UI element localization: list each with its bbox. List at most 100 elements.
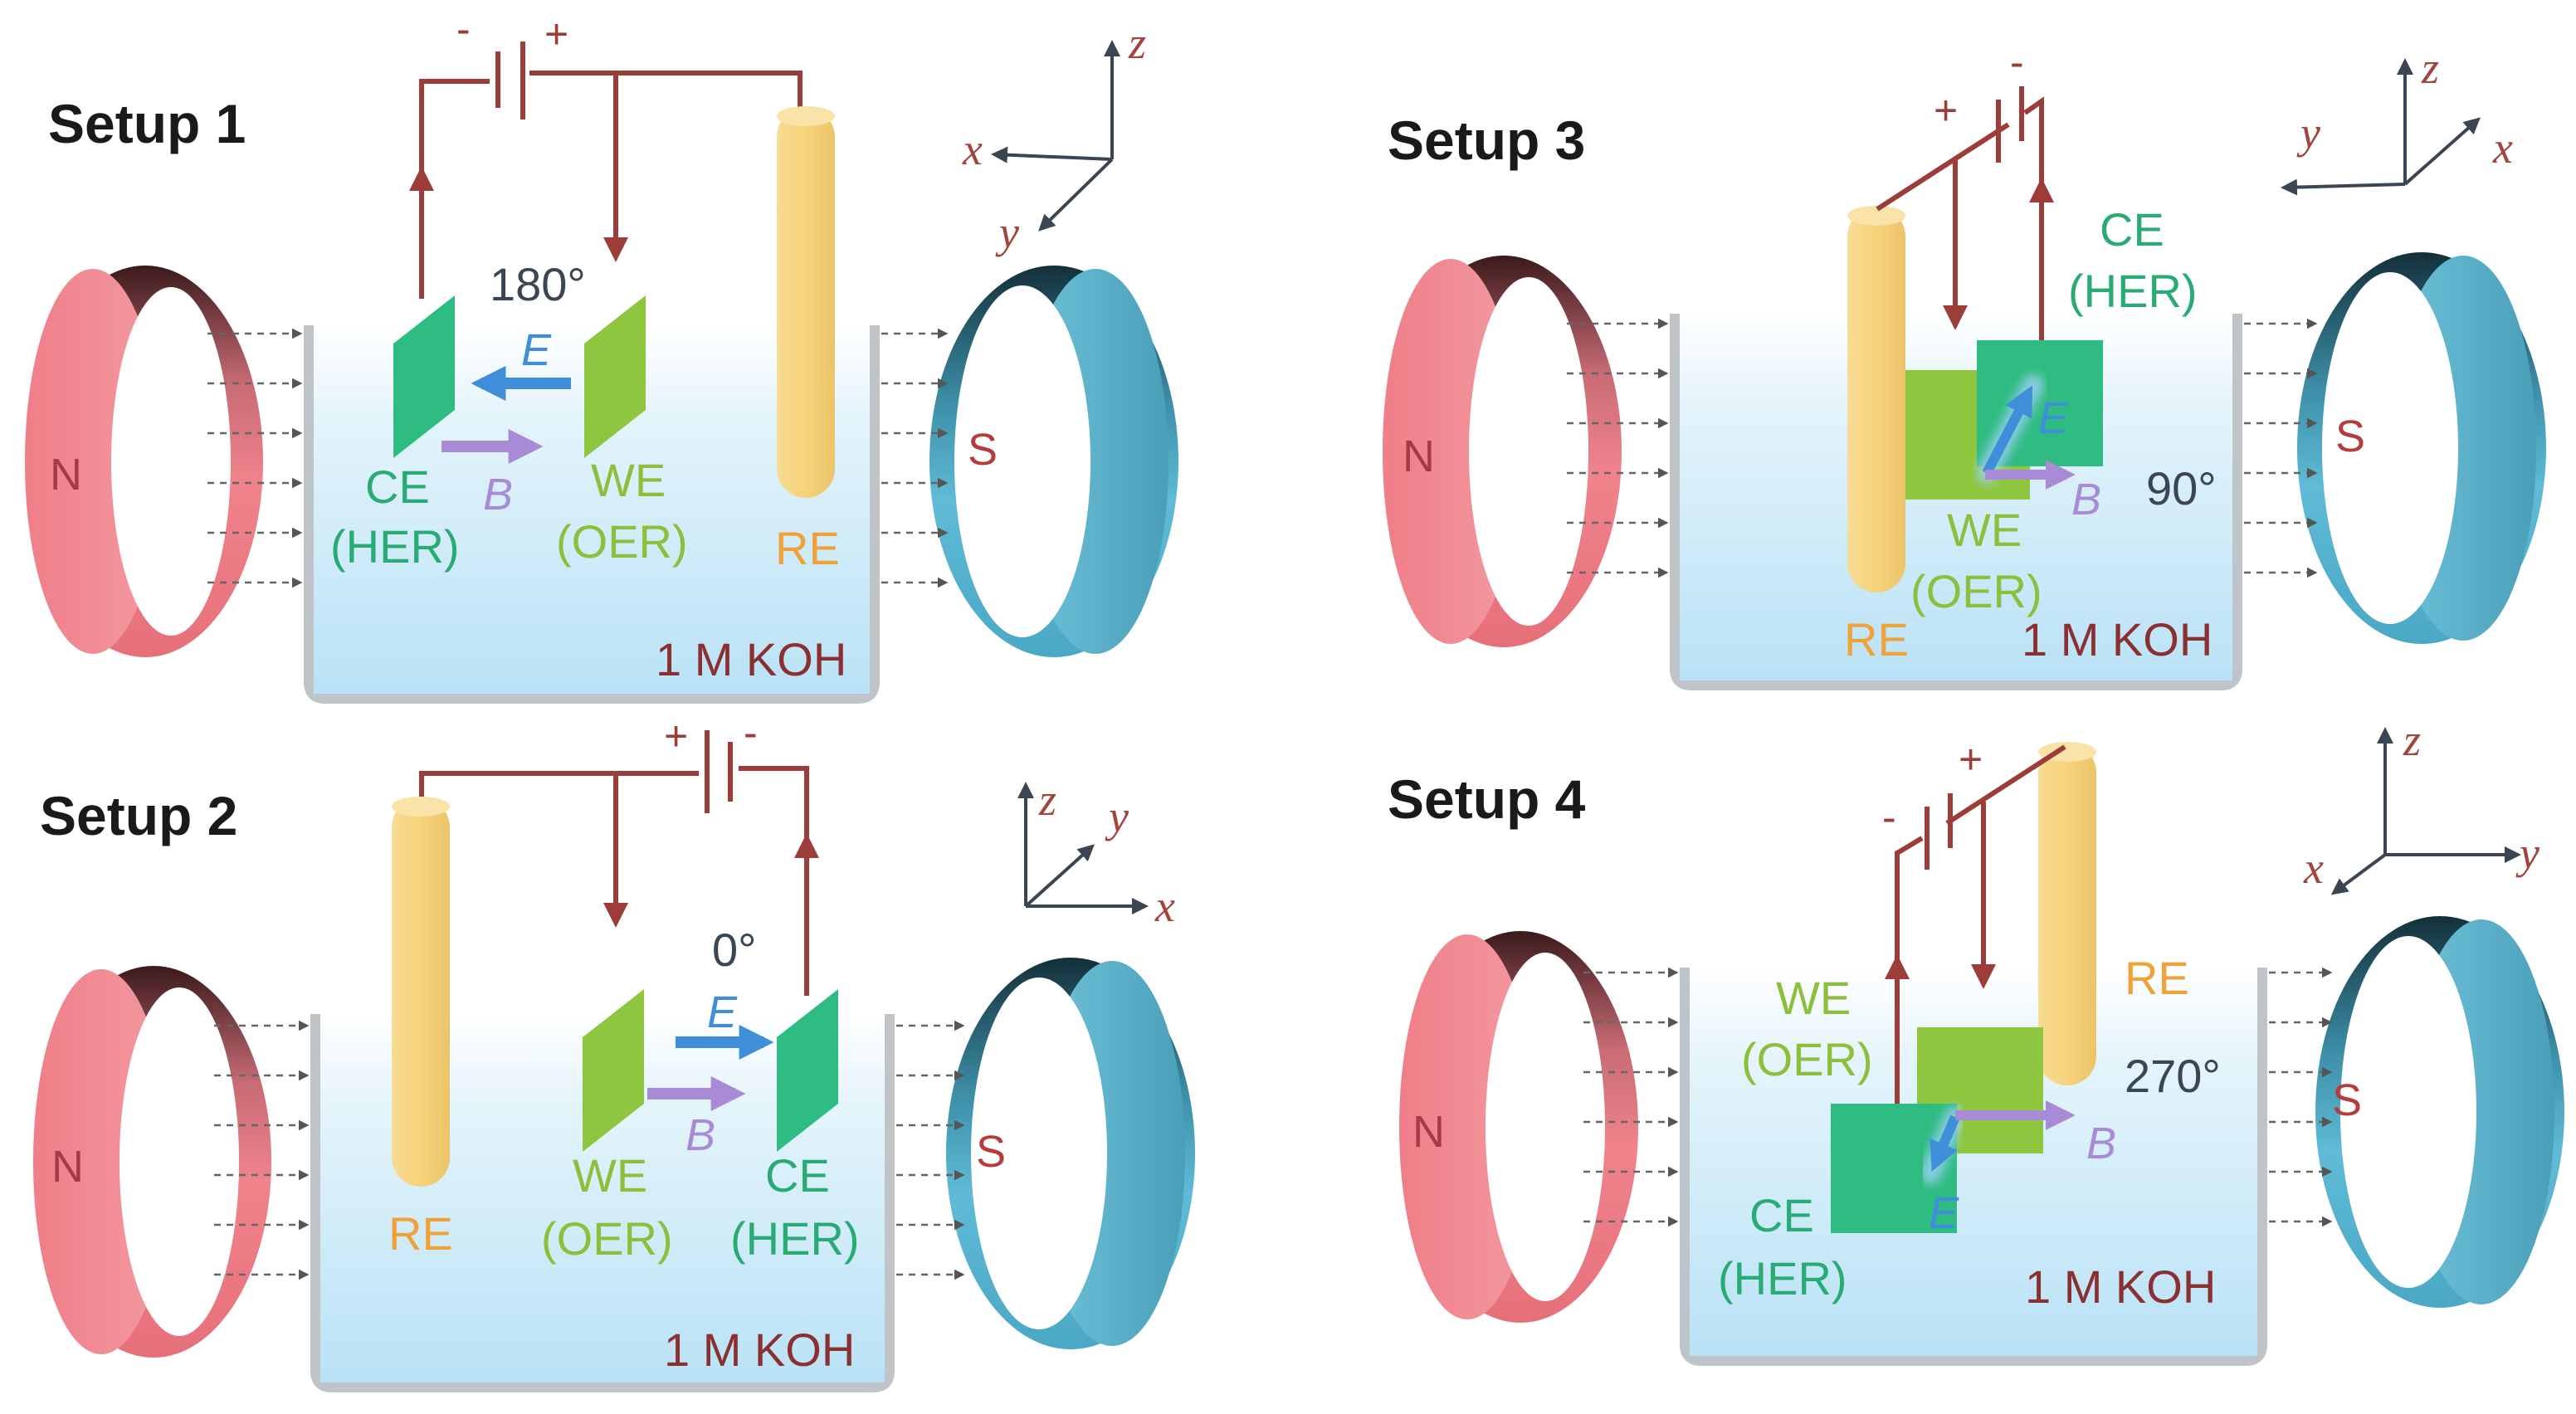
setup-2-north-label: N <box>51 1142 84 1192</box>
setup-1-title: Setup 1 <box>48 93 246 154</box>
setup-1-axis-y: y <box>995 207 1019 257</box>
setup-3-b-label: B <box>2071 475 2101 524</box>
setup-1-reference-electrode <box>777 108 835 498</box>
setup-2-field-lines <box>214 1020 965 1280</box>
setup-4-axis-y: y <box>2515 828 2539 878</box>
setup-1-her-label: (HER) <box>330 520 460 573</box>
setup-4-south-magnet <box>2315 916 2564 1308</box>
setup-3-plus: + <box>1934 87 1958 134</box>
setup-2-koh-label: 1 M KOH <box>664 1324 855 1376</box>
setup-1-ce-label: CE <box>365 461 430 513</box>
setup-3-we-label: WE <box>1947 504 2022 556</box>
setup-1-koh-label: 1 M KOH <box>656 633 846 685</box>
setup-1-circuit <box>409 71 803 299</box>
setup-4-reference-electrode <box>2038 744 2096 1085</box>
setup-3-minus: - <box>2010 39 2024 85</box>
setup-1-north-label: N <box>50 450 82 500</box>
setup-2-working-electrode <box>583 989 644 1152</box>
setup-4-plus: + <box>1959 736 1983 783</box>
setup-4-south-label: S <box>2332 1075 2362 1125</box>
setup-4-panel: Setup 4 N S <box>1388 715 2564 1366</box>
setup-4-north-label: N <box>1412 1107 1445 1157</box>
setup-4-axes <box>2330 727 2521 895</box>
setup-2-plus: + <box>664 713 688 759</box>
setup-2-title: Setup 2 <box>40 785 237 846</box>
setup-3-axis-z: z <box>2421 43 2439 93</box>
setup-2-panel: Setup 2 N S <box>33 709 1195 1392</box>
setup-3-axis-x: x <box>2492 123 2513 173</box>
setup-2-south-label: S <box>976 1127 1006 1177</box>
setup-1-we-label: WE <box>591 454 666 506</box>
setup-3-circuit <box>1876 96 2054 340</box>
setup-2-we-label: WE <box>573 1149 647 1202</box>
setup-4-battery <box>1925 793 1953 870</box>
setup-3-her-label: (HER) <box>2068 265 2198 317</box>
setup-3-battery <box>1996 86 2024 163</box>
setup-3-ce-label: CE <box>2100 203 2164 256</box>
setup-2-axis-y: y <box>1105 792 1129 841</box>
setup-3-panel: Setup 3 N S <box>1383 39 2546 690</box>
setup-2-north-magnet <box>33 966 271 1358</box>
setup-1-battery <box>495 41 525 119</box>
setup-3-oer-label: (OER) <box>1910 565 2042 617</box>
setup-2-south-magnet <box>946 958 1195 1349</box>
setup-4-ce-label: CE <box>1749 1189 1814 1241</box>
setup-3-e-vector <box>1982 385 2033 475</box>
setup-1-b-label: B <box>483 470 513 519</box>
setup-4-north-magnet <box>1399 931 1638 1323</box>
setup-3-angle: 90° <box>2146 462 2217 514</box>
setup-2-minus: - <box>744 709 758 756</box>
setup-4-field-lines <box>1583 967 2333 1227</box>
setup-2-oer-label: (OER) <box>541 1212 673 1265</box>
setup-1-re-label: RE <box>775 522 840 574</box>
setup-3-title: Setup 3 <box>1388 110 1585 171</box>
setup-1-north-magnet <box>25 266 263 657</box>
setup-2-circuit <box>419 766 819 996</box>
setup-2-her-label: (HER) <box>730 1212 860 1265</box>
setup-4-oer-label: (OER) <box>1741 1033 1873 1085</box>
setup-2-axis-x: x <box>1154 881 1175 931</box>
setup-4-axis-z: z <box>2403 715 2421 765</box>
setup-3-south-magnet <box>2297 252 2546 644</box>
setup-2-counter-electrode <box>777 989 838 1152</box>
setup-1-south-magnet <box>929 266 1178 657</box>
setup-3-koh-label: 1 M KOH <box>2022 613 2213 666</box>
setup-4-angle: 270° <box>2125 1050 2221 1102</box>
setup-3-field-lines <box>1567 318 2318 578</box>
setup-3-re-label: RE <box>1844 613 1909 666</box>
setup-4-circuit <box>1885 744 2066 1112</box>
setup-3-beaker <box>1670 314 2242 690</box>
setup-4-axis-x: x <box>2303 843 2324 893</box>
setup-2-re-label: RE <box>388 1207 453 1260</box>
setup-3-north-label: N <box>1403 432 1435 481</box>
setup-1-axis-x: x <box>962 124 983 174</box>
setup-1-minus: - <box>456 6 471 52</box>
setup-4-b-label: B <box>2086 1119 2116 1168</box>
setup-1-angle: 180° <box>490 258 586 310</box>
setup-1-e-label: E <box>521 325 552 375</box>
setup-2-b-label: B <box>685 1110 715 1160</box>
setup-1-axis-z: z <box>1128 18 1146 68</box>
setup-3-axis-y: y <box>2296 108 2320 158</box>
setup-2-ce-label: CE <box>765 1149 830 1202</box>
setup-2-axes <box>1017 782 1149 914</box>
setup-1-beaker <box>304 325 880 704</box>
setup-1-field-lines <box>207 328 949 588</box>
setup-3-e-label: E <box>2038 393 2069 443</box>
setup-3-reference-electrode <box>1847 207 1905 592</box>
setup-1-panel: Setup 1 N S <box>25 6 1178 704</box>
setup-4-her-label: (HER) <box>1718 1252 1847 1304</box>
setup-3-axes <box>2281 58 2481 196</box>
setup-4-we-label: WE <box>1776 972 1851 1024</box>
setup-2-angle: 0° <box>712 924 757 976</box>
setup-1-oer-label: (OER) <box>556 515 688 568</box>
setup-2-e-label: E <box>707 987 738 1037</box>
setup-2-beaker <box>310 1014 895 1392</box>
setup-4-re-label: RE <box>2125 952 2189 1004</box>
setup-4-title: Setup 4 <box>1388 768 1586 830</box>
setup-2-axis-z: z <box>1038 775 1056 825</box>
setup-2-reference-electrode <box>392 798 450 1187</box>
setup-4-minus: - <box>1882 794 1896 841</box>
setup-3-north-magnet <box>1383 256 1622 647</box>
